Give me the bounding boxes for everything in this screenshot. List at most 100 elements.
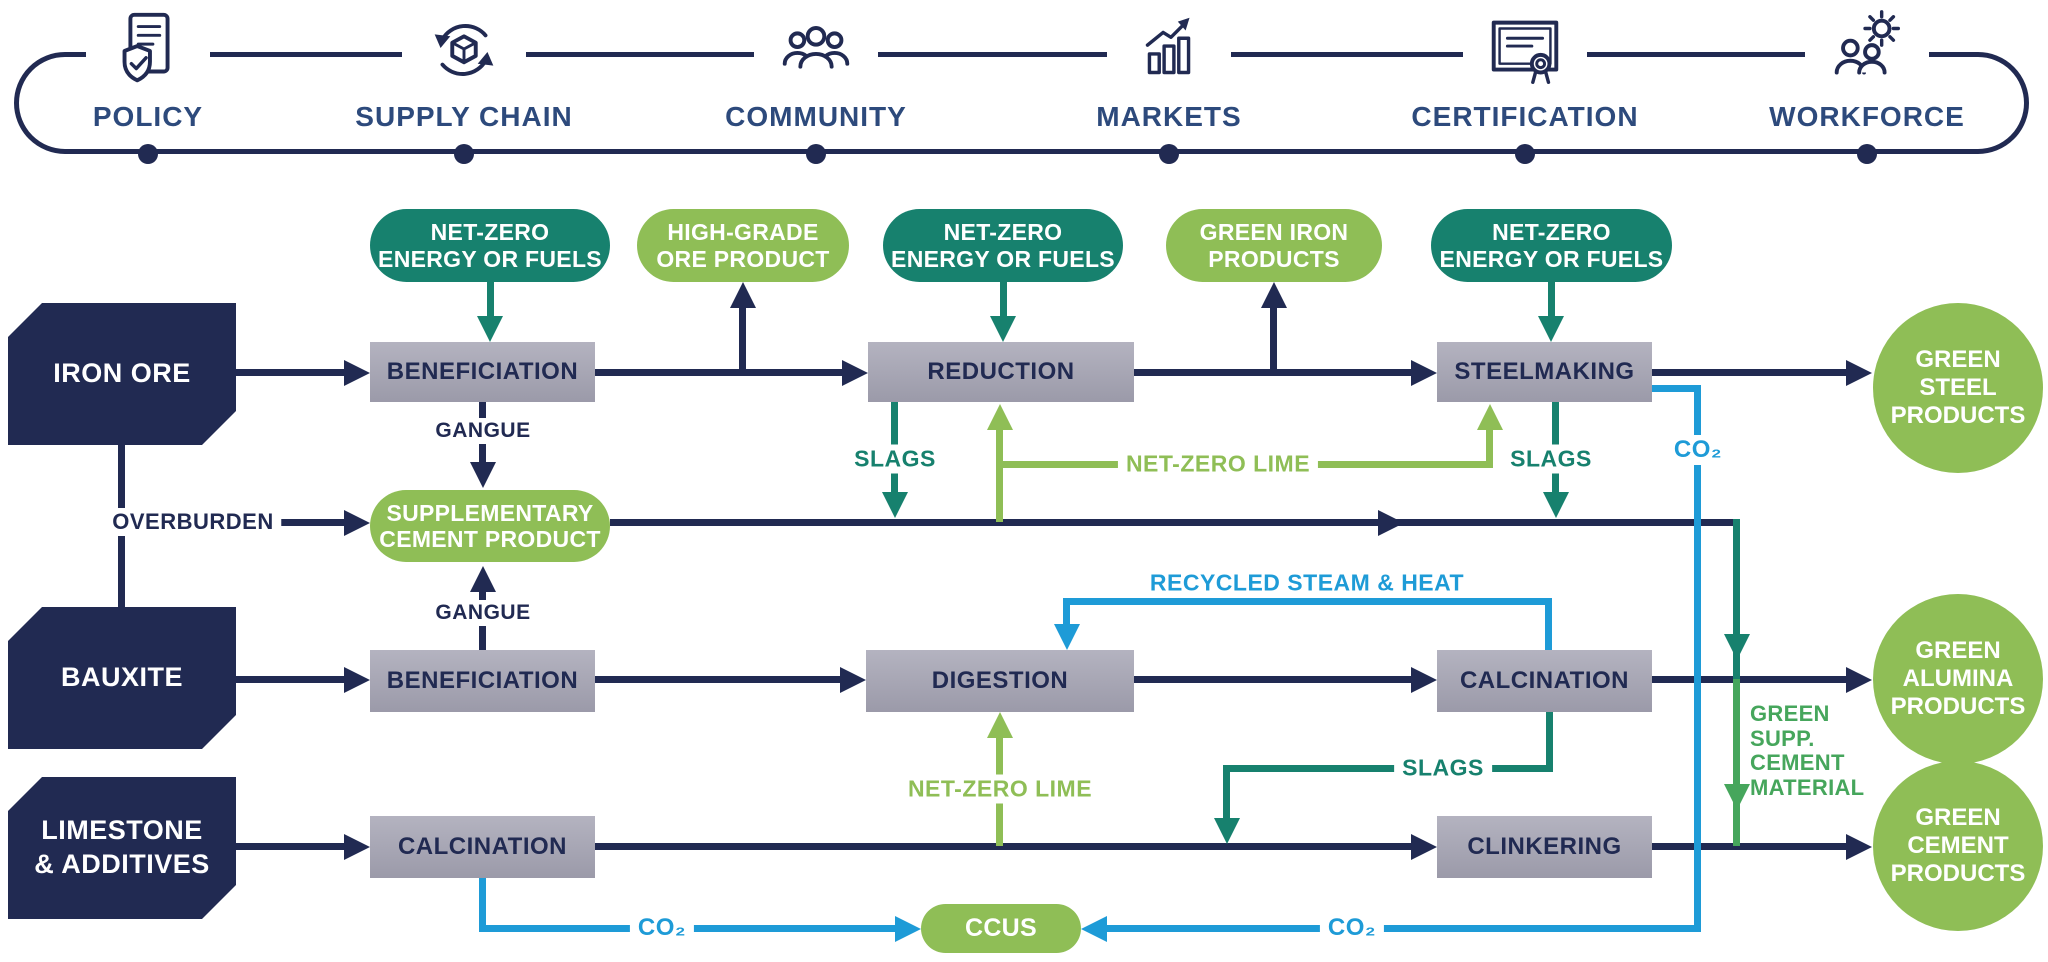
enabler-dot [1857, 144, 1877, 164]
arrowhead [1081, 916, 1107, 942]
flow-line-supplementary-cement [610, 519, 1737, 526]
flow-line-net-zero-energy [1548, 282, 1555, 316]
flow-line-recycled-steam [1545, 601, 1552, 650]
arrowhead [987, 404, 1013, 430]
enabler-supply-chain: SUPPLY CHAIN [355, 101, 573, 132]
arrowhead [895, 916, 921, 942]
arrowhead [1846, 667, 1872, 693]
flow-line-slags [1546, 712, 1553, 772]
flow-line [1134, 676, 1411, 683]
arrowhead [840, 667, 866, 693]
pill-net-zero-energy-1: NET-ZERO ENERGY OR FUELS [370, 209, 610, 282]
flow-line-recycled-steam [1063, 598, 1552, 605]
pill-net-zero-energy-2: NET-ZERO ENERGY OR FUELS [883, 209, 1123, 282]
certification-icon [1463, 2, 1587, 98]
flow-line [595, 676, 840, 683]
process-calcination-alumina: CALCINATION [1437, 650, 1652, 712]
markets-icon [1107, 2, 1231, 98]
flow-line [1652, 369, 1846, 376]
flow-line-supp-cement-material [1733, 519, 1740, 679]
process-reduction: REDUCTION [868, 342, 1134, 402]
process-beneficiation-iron: BENEFICIATION [370, 342, 595, 402]
arrowhead [1411, 667, 1437, 693]
flow-label-overburden: OVERBURDEN [104, 508, 282, 536]
arrowhead [344, 667, 370, 693]
process-beneficiation-bauxite: BENEFICIATION [370, 650, 595, 712]
flow-line [1652, 843, 1846, 850]
product-green-steel: GREEN STEEL PRODUCTS [1873, 303, 2043, 473]
pill-ccus: CCUS [921, 904, 1081, 953]
arrowhead [1543, 492, 1569, 518]
enabler-workforce: WORKFORCE [1769, 101, 1965, 132]
flow-label-slags-clinkering: SLAGS [1394, 753, 1492, 783]
flow-label-slags-steelmaking: SLAGS [1502, 444, 1600, 474]
flow-line [236, 843, 344, 850]
process-clinkering: CLINKERING [1437, 816, 1652, 878]
pill-net-zero-energy-3: NET-ZERO ENERGY OR FUELS [1431, 209, 1672, 282]
flow-line [1134, 369, 1411, 376]
enabler-certification: CERTIFICATION [1411, 101, 1639, 132]
flow-line [595, 369, 842, 376]
flow-line [595, 843, 1411, 850]
arrowhead [1214, 818, 1240, 844]
supply-chain-icon [402, 2, 526, 98]
enabler-dot [806, 144, 826, 164]
arrowhead [1054, 624, 1080, 650]
flow-label-net-zero-lime-top: NET-ZERO LIME [1117, 449, 1319, 479]
enabler-dot [1515, 144, 1535, 164]
input-bauxite: BAUXITE [8, 607, 236, 749]
flow-line-net-zero-energy [1000, 282, 1007, 316]
arrowhead [842, 360, 868, 386]
enabler-dot [138, 144, 158, 164]
process-steelmaking: STEELMAKING [1437, 342, 1652, 402]
arrowhead [1378, 510, 1404, 536]
process-calcination-lime: CALCINATION [370, 816, 595, 878]
arrowhead [1261, 282, 1287, 308]
flow-line [236, 369, 344, 376]
community-icon [754, 2, 878, 98]
arrowhead [344, 510, 370, 536]
flow-line-co2 [1694, 385, 1701, 932]
flow-label-net-zero-lime-bottom: NET-ZERO LIME [899, 774, 1101, 804]
arrowhead [730, 282, 756, 308]
arrowhead [882, 492, 908, 518]
pill-green-iron-products: GREEN IRON PRODUCTS [1166, 209, 1382, 282]
flow-line [236, 676, 344, 683]
flow-label-co2-right: CO₂ [1319, 913, 1385, 943]
enabler-policy: POLICY [92, 101, 204, 132]
arrowhead [1724, 634, 1750, 660]
flow-label-gangue-iron: GANGUE [429, 418, 537, 444]
flow-line-co2 [1107, 925, 1701, 932]
arrowhead [990, 316, 1016, 342]
flow-line-supp-cement-material [1733, 679, 1740, 846]
flow-label-co2-steelmaking: CO₂ [1665, 435, 1731, 465]
workforce-icon [1805, 2, 1929, 98]
flow-line-net-zero-lime [996, 430, 1003, 522]
arrowhead [470, 566, 496, 592]
enabler-dot [1159, 144, 1179, 164]
pill-supplementary-cement: SUPPLEMENTARY CEMENT PRODUCT [370, 490, 610, 562]
flow-line-net-zero-lime [1486, 430, 1493, 468]
arrowhead [477, 316, 503, 342]
flow-line-co2 [479, 878, 486, 929]
arrowhead [1477, 404, 1503, 430]
flow-label-co2-calcination: CO₂ [629, 913, 695, 943]
enablers-band [14, 52, 2029, 154]
arrowhead [987, 712, 1013, 738]
product-green-cement: GREEN CEMENT PRODUCTS [1873, 761, 2043, 931]
arrowhead [1538, 316, 1564, 342]
arrowhead [1411, 834, 1437, 860]
flow-line-slags [1223, 765, 1230, 818]
enabler-dot [454, 144, 474, 164]
process-digestion: DIGESTION [866, 650, 1134, 712]
arrowhead [470, 462, 496, 488]
arrowhead [1411, 360, 1437, 386]
flow-line-co2 [1652, 385, 1701, 392]
input-limestone-additives: LIMESTONE & ADDITIVES [8, 777, 236, 919]
arrowhead [1846, 360, 1872, 386]
flow-label-recycled-steam-heat: RECYCLED STEAM & HEAT [1141, 568, 1473, 598]
flow-label-gangue-bauxite: GANGUE [429, 600, 537, 626]
arrowhead [344, 834, 370, 860]
policy-icon [86, 2, 210, 98]
